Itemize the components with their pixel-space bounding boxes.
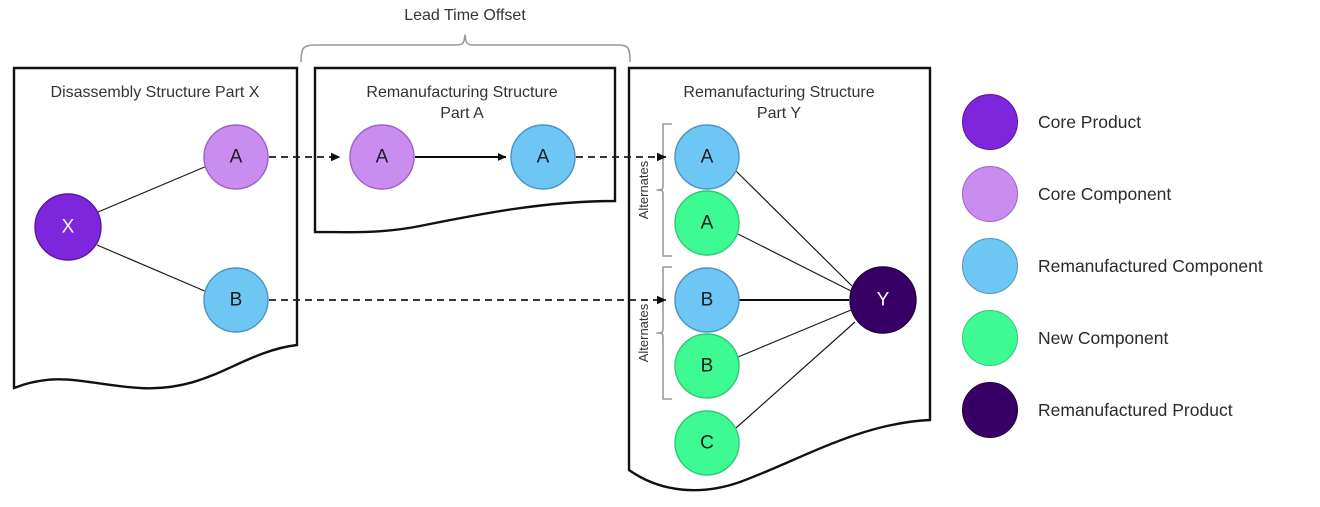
structure-title-remanufacturing-part-a-line1: Remanufacturing Structure — [366, 84, 557, 101]
legend-label-core-product: Core Product — [1038, 111, 1142, 132]
node-label-y-b-new: B — [701, 356, 714, 377]
structure-box-remanufacturing-part-y — [627, 66, 932, 492]
node-part-a-core[interactable]: A — [349, 124, 415, 190]
node-label-y-a-reman: A — [701, 147, 714, 168]
legend-item-remanufactured-product: Remanufactured Product — [962, 374, 1314, 446]
legend: Core Product Core Component Remanufactur… — [962, 86, 1314, 446]
node-label-y-c-new: C — [700, 433, 714, 454]
node-circle-remanufactured-component[interactable] — [674, 267, 740, 333]
alternates-bracket-bottom — [656, 266, 672, 400]
legend-swatch-remanufactured-product — [962, 382, 1018, 438]
node-circle-core-component[interactable] — [349, 124, 415, 190]
node-y-b-reman[interactable]: B — [674, 267, 740, 333]
node-circle-core-component[interactable] — [203, 124, 269, 190]
node-y-a-reman[interactable]: A — [674, 124, 740, 190]
structure-title-remanufacturing-part-a-line2: Part A — [440, 105, 484, 122]
node-circle-remanufactured-component[interactable] — [674, 124, 740, 190]
node-y-b-new[interactable]: B — [674, 333, 740, 399]
alternates-label-top: Alternates — [636, 160, 651, 219]
edge-y-a-reman-to-y — [735, 170, 853, 287]
node-circle-new-component[interactable] — [674, 410, 740, 476]
lead-time-offset-label: Lead Time Offset — [404, 7, 526, 24]
legend-label-core-component: Core Component — [1038, 183, 1172, 204]
edge-x-to-a — [97, 165, 208, 213]
node-y-a-new[interactable]: A — [674, 190, 740, 256]
structure-title-remanufacturing-part-y-line1: Remanufacturing Structure — [683, 84, 874, 101]
node-y-c-new[interactable]: C — [674, 410, 740, 476]
node-label-a-reman: A — [537, 147, 550, 168]
structure-box-disassembly-part-x — [12, 66, 299, 390]
legend-label-remanufactured-product: Remanufactured Product — [1038, 399, 1233, 420]
legend-item-core-product: Core Product — [962, 86, 1314, 158]
structure-title-disassembly-part-x: Disassembly Structure Part X — [51, 84, 260, 101]
legend-swatch-core-product — [962, 94, 1018, 150]
edge-x-to-b — [96, 244, 208, 293]
edge-y-c-new-to-y — [735, 321, 856, 429]
node-x-root[interactable]: X — [34, 193, 102, 261]
legend-item-remanufactured-component: Remanufactured Component — [962, 230, 1314, 302]
structure-box-remanufacturing-part-a — [313, 66, 617, 234]
node-circle-new-component[interactable] — [674, 333, 740, 399]
legend-label-remanufactured-component: Remanufactured Component — [1038, 255, 1263, 276]
legend-label-new-component: New Component — [1038, 327, 1169, 348]
node-label-x: X — [62, 217, 75, 238]
node-circle-new-component[interactable] — [674, 190, 740, 256]
edge-y-a-new-to-y — [737, 233, 852, 292]
node-label-a-core: A — [376, 147, 389, 168]
structure-title-remanufacturing-part-y-line2: Part Y — [757, 105, 802, 122]
legend-item-new-component: New Component — [962, 302, 1314, 374]
node-label-a: A — [230, 147, 243, 168]
legend-item-core-component: Core Component — [962, 158, 1314, 230]
node-label-y-a-new: A — [701, 213, 714, 234]
node-label-y-b-reman: B — [701, 290, 714, 311]
node-x-component-a[interactable]: A — [203, 124, 269, 190]
node-label-b: B — [230, 290, 243, 311]
legend-swatch-core-component — [962, 166, 1018, 222]
edge-y-b-new-to-y — [737, 309, 852, 358]
node-label-y: Y — [877, 290, 890, 311]
node-circle-remanufactured-component[interactable] — [510, 124, 576, 190]
node-circle-core-product[interactable] — [34, 193, 102, 261]
node-x-component-b[interactable]: B — [203, 267, 269, 333]
node-part-a-reman[interactable]: A — [510, 124, 576, 190]
lead-time-offset-bracket — [300, 34, 631, 63]
alternates-label-bottom: Alternates — [636, 303, 651, 362]
node-circle-remanufactured-component[interactable] — [203, 267, 269, 333]
legend-swatch-new-component — [962, 310, 1018, 366]
legend-swatch-remanufactured-component — [962, 238, 1018, 294]
node-y-root[interactable]: Y — [849, 266, 917, 334]
node-circle-remanufactured-product[interactable] — [849, 266, 917, 334]
alternates-bracket-top — [656, 123, 672, 257]
